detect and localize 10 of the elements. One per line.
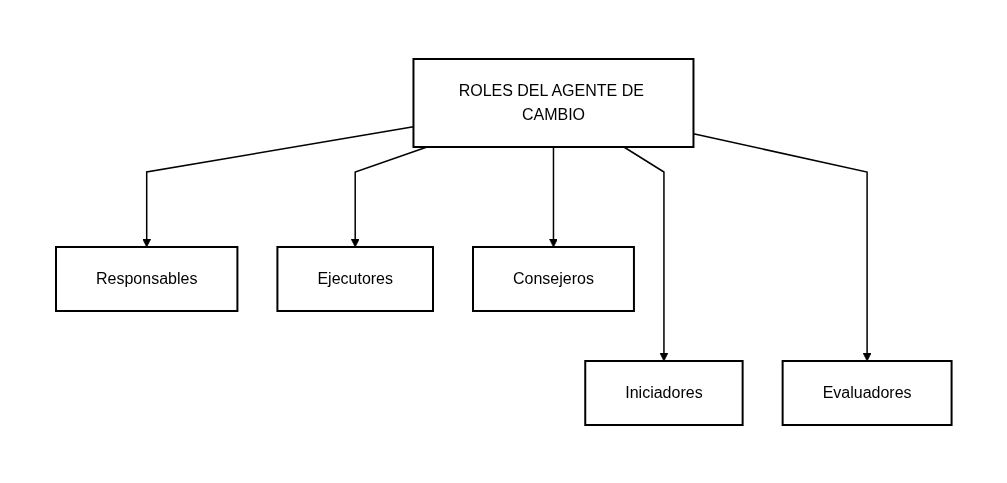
node-box: ROLES DEL AGENTE DE CAMBIO bbox=[412, 57, 695, 148]
node-box: Consejeros bbox=[471, 245, 635, 312]
node-box: Iniciadores bbox=[583, 359, 744, 426]
node-box: Ejecutores bbox=[276, 245, 434, 312]
arrow bbox=[142, 125, 414, 247]
node-box: Evaluadores bbox=[781, 359, 953, 426]
arrow bbox=[622, 145, 669, 361]
arrow bbox=[548, 145, 558, 247]
arrow bbox=[350, 145, 428, 247]
node-box: Responsables bbox=[54, 245, 239, 312]
